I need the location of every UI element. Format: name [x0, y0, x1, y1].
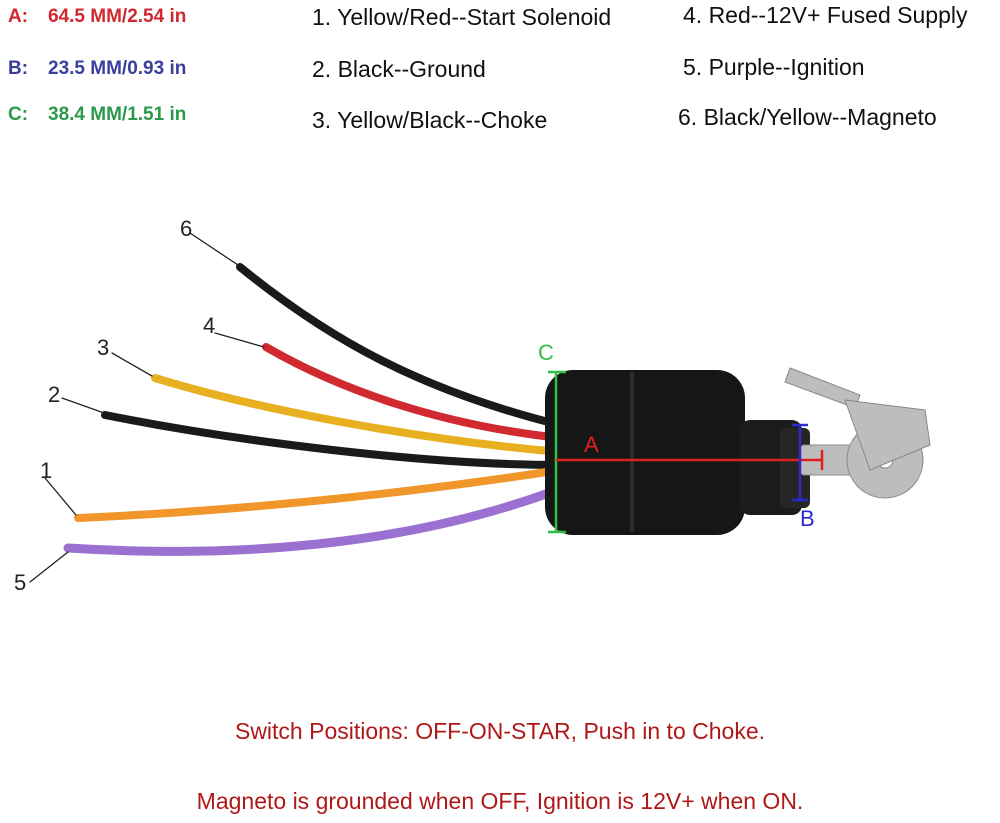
dimension-key: A:	[8, 6, 29, 27]
wire-4	[262, 343, 564, 442]
switch-body	[545, 370, 810, 535]
marker-b: B	[800, 506, 815, 531]
dimension-a: A: 64.5 MM/2.54 in	[8, 6, 186, 28]
wire-2	[101, 411, 564, 469]
wire-6	[236, 263, 564, 429]
legend-item-5: 5. Purple--Ignition	[683, 54, 865, 80]
dimension-c: C: 38.4 MM/1.51 in	[8, 104, 186, 126]
key	[784, 367, 931, 499]
dimension-value: 64.5 MM/2.54 in	[48, 6, 187, 27]
wire-3	[151, 374, 564, 456]
wire-5	[63, 480, 575, 556]
wire-label-6: 6	[180, 216, 192, 241]
legend-item-3: 3. Yellow/Black--Choke	[312, 107, 548, 133]
legend-item-2: 2. Black--Ground	[312, 56, 486, 82]
wire-label-5: 5	[14, 570, 26, 595]
magneto-note: Magneto is grounded when OFF, Ignition i…	[196, 788, 804, 814]
wire-label-1: 1	[40, 458, 52, 483]
dimension-lines	[548, 370, 824, 534]
wire-1	[74, 466, 564, 522]
dimension-key: B:	[8, 58, 29, 79]
leader-lines	[29, 232, 265, 583]
legend-item-1: 1. Yellow/Red--Start Solenoid	[312, 4, 612, 30]
legend-item-6: 6. Black/Yellow--Magneto	[678, 104, 937, 130]
wire-label-3: 3	[97, 335, 109, 360]
dimension-value: 23.5 MM/0.93 in	[48, 58, 187, 79]
marker-a: A	[584, 432, 599, 457]
dimension-key: C:	[8, 104, 29, 125]
switch-positions-note: Switch Positions: OFF-ON-STAR, Push in t…	[234, 718, 765, 744]
legend-item-4: 4. Red--12V+ Fused Supply	[683, 2, 968, 28]
wire-label-4: 4	[203, 313, 215, 338]
marker-c: C	[538, 340, 554, 365]
wire-label-2: 2	[48, 382, 60, 407]
dimension-value: 38.4 MM/1.51 in	[48, 104, 187, 125]
dimension-b: B: 23.5 MM/0.93 in	[8, 58, 186, 80]
